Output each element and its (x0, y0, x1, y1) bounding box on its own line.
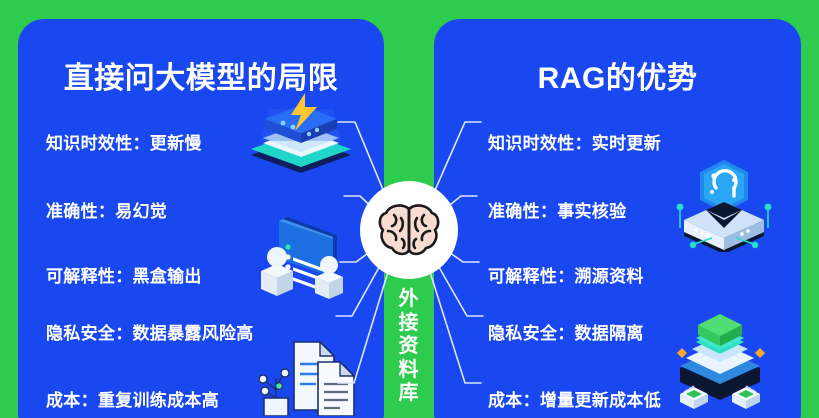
right-item-accuracy: 准确性：事实核验 (488, 202, 627, 221)
hub-label-char-5: 库 (398, 382, 420, 405)
hub-label-char-3: 资 (398, 335, 420, 358)
ai-robot-icon (672, 158, 776, 252)
hub-label-char-2: 接 (398, 311, 420, 334)
left-panel-limitations: 直接问大模型的局限 知识时效性：更新慢 准确性：易幻觉 可解释性：黑盒输出 隐私… (18, 19, 384, 418)
documents-icon (250, 330, 356, 416)
right-item-timeliness: 知识时效性：实时更新 (488, 134, 661, 153)
lightning-server-icon (247, 93, 355, 175)
presentation-people-icon (243, 215, 355, 303)
right-item-cost: 成本：增量更新成本低 (488, 391, 661, 410)
hub-label-char-4: 料 (398, 358, 420, 381)
right-item-privacy: 隐私安全：数据隔离 (488, 324, 644, 343)
brain-icon (376, 201, 442, 259)
right-panel-title: RAG的优势 (537, 62, 698, 95)
brain-hub (360, 181, 458, 279)
left-panel-title: 直接问大模型的局限 (63, 62, 339, 95)
hub-label-char-1: 外 (398, 288, 420, 310)
left-item-accuracy: 准确性：易幻觉 (46, 202, 168, 221)
layered-stack-icon (664, 312, 776, 410)
left-item-privacy: 隐私安全：数据暴露风险高 (46, 324, 254, 343)
left-item-timeliness: 知识时效性：更新慢 (46, 134, 202, 153)
left-item-explainability: 可解释性：黑盒输出 (46, 267, 202, 286)
right-item-explainability: 可解释性：溯源资料 (488, 267, 644, 286)
left-item-cost: 成本：重复训练成本高 (46, 391, 219, 410)
hub-label: 外 接 资 料 库 (384, 288, 434, 406)
